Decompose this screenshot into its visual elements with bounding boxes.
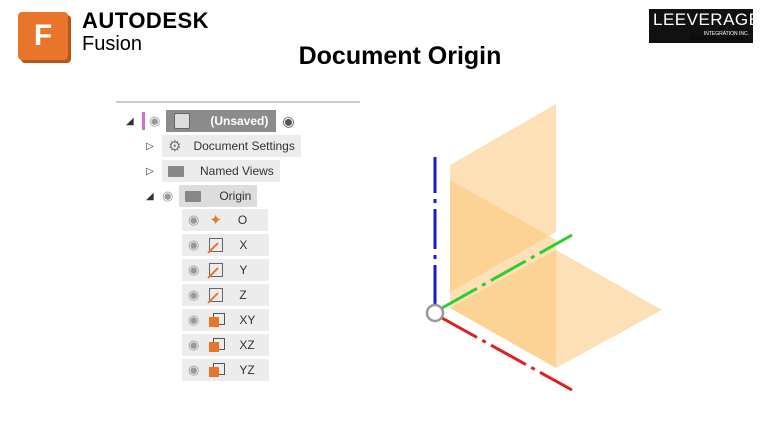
axis-icon [207, 238, 224, 254]
plane-icon [209, 338, 226, 352]
component-icon [174, 113, 191, 129]
divider [116, 101, 360, 103]
eye-icon[interactable]: ◉ [188, 287, 200, 302]
eye-icon[interactable]: ◉ [188, 237, 200, 252]
item-label: Y [239, 263, 248, 277]
item-label: Named Views [200, 164, 274, 178]
origin-item-x[interactable]: ◉X [182, 234, 270, 256]
plane-icon [209, 313, 226, 327]
item-label: Origin [219, 189, 252, 203]
expand-triangle-icon[interactable]: ▷ [146, 165, 154, 177]
expand-triangle-icon[interactable]: ▷ [146, 140, 154, 152]
point-icon: ✦ [209, 212, 222, 229]
eye-icon[interactable]: ◉ [149, 113, 161, 128]
partner-logo: LEEVERAGE INTEGRATION INC. [649, 9, 760, 43]
eye-icon[interactable]: ◉ [162, 188, 174, 203]
origin-item-xz[interactable]: ◉ XZ [182, 334, 270, 356]
origin-point [425, 303, 445, 323]
item-label: XZ [239, 338, 255, 352]
fusion-logo: F [18, 12, 68, 60]
eye-icon[interactable]: ◉ [188, 212, 200, 227]
origin-item-z[interactable]: ◉Z [182, 284, 270, 306]
eye-icon[interactable]: ◉ [188, 337, 200, 352]
page-title: Document Origin [298, 42, 502, 70]
browser-item-named-views[interactable]: ▷ Named Views [146, 160, 280, 182]
root-label: (Unsaved) [210, 114, 269, 128]
axis-icon [207, 263, 224, 279]
item-label: Document Settings [193, 139, 295, 153]
item-label: YZ [239, 363, 255, 377]
collapse-triangle-icon[interactable]: ◢ [146, 190, 154, 202]
eye-icon[interactable]: ◉ [188, 262, 200, 277]
eye-icon[interactable]: ◉ [188, 312, 200, 327]
plane-icon [209, 363, 226, 377]
browser-root[interactable]: ◢ ◉ (Unsaved) ◉ [126, 110, 295, 132]
brand-name: AUTODESK [82, 8, 210, 33]
product-name: Fusion [82, 33, 143, 55]
origin-item-xy[interactable]: ◉ XY [182, 309, 270, 331]
collapse-triangle-icon[interactable]: ◢ [126, 115, 134, 127]
folder-icon [168, 165, 184, 177]
x-axis [441, 316, 573, 392]
active-marker [142, 112, 145, 130]
origin-item-o[interactable]: ◉ ✦ O [182, 209, 268, 231]
gear-icon: ⚙ [168, 138, 182, 155]
folder-icon [185, 190, 202, 202]
browser-item-document-settings[interactable]: ▷ ⚙ Document Settings [146, 135, 301, 157]
origin-item-yz[interactable]: ◉ YZ [182, 359, 270, 381]
browser-item-origin[interactable]: ◢ ◉ Origin [146, 185, 258, 207]
plane-horizontal [450, 250, 662, 368]
origin-item-y[interactable]: ◉Y [182, 259, 270, 281]
item-label: Z [239, 288, 247, 302]
y-axis [441, 233, 573, 310]
activate-radio-icon[interactable]: ◉ [282, 112, 295, 129]
item-label: X [239, 238, 248, 252]
partner-logo-tag: CAD/CAM solutions [690, 36, 744, 42]
partner-logo-name: LEEVERAGE [653, 10, 761, 29]
item-label: O [237, 213, 248, 227]
axis-icon [207, 288, 224, 304]
partner-logo-sub: INTEGRATION INC. [703, 31, 749, 37]
item-label: XY [239, 313, 256, 327]
eye-icon[interactable]: ◉ [188, 362, 200, 377]
